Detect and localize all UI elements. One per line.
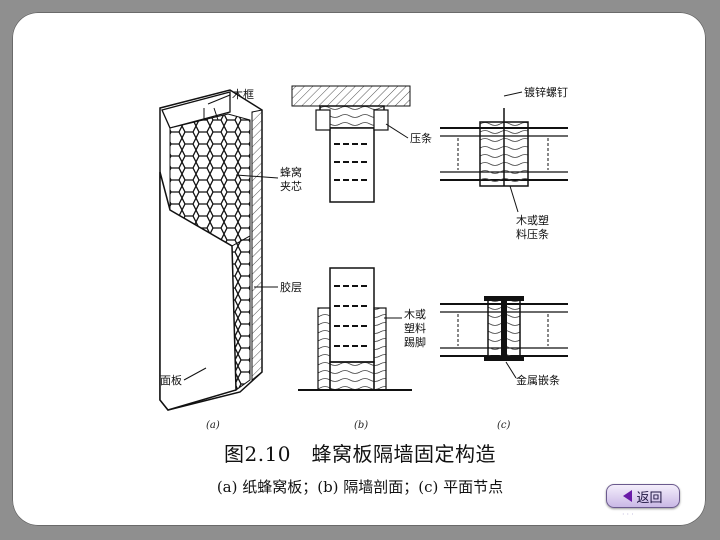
left-arrow-icon bbox=[623, 490, 633, 502]
label-honeycomb-2: 夹芯 bbox=[280, 179, 302, 193]
label-glue-layer: 胶层 bbox=[280, 280, 302, 294]
sublabel-b: (b) bbox=[354, 420, 368, 431]
back-button-label: 返回 bbox=[636, 490, 663, 506]
sublabel-c: (c) bbox=[497, 420, 511, 431]
honeycomb-panel-a bbox=[159, 89, 263, 411]
plan-node-top-c bbox=[440, 91, 568, 213]
label-wood-strip-1: 木或塑 bbox=[516, 213, 549, 227]
label-wood-plastic-2: 塑料 bbox=[404, 321, 426, 335]
plan-node-bottom-c bbox=[440, 296, 568, 379]
decorative-dots: ··· bbox=[622, 510, 636, 519]
wall-section-top-b bbox=[291, 85, 411, 203]
wall-section-bottom-b bbox=[298, 267, 412, 391]
label-metal-strip: 金属嵌条 bbox=[516, 373, 560, 387]
label-galv-screw: 镀锌螺钉 bbox=[524, 85, 568, 99]
sublabel-a: (a) bbox=[206, 420, 220, 431]
label-wood-plastic-1: 木或 bbox=[404, 308, 426, 321]
label-face-panel: 面板 bbox=[160, 373, 182, 387]
figure-title: 图2.10 蜂窝板隔墙固定构造 bbox=[223, 442, 497, 466]
back-button[interactable]: 返回 bbox=[606, 484, 680, 508]
label-wood-plastic-3: 踢脚 bbox=[404, 335, 426, 349]
label-press-strip: 压条 bbox=[410, 131, 432, 145]
label-wood-strip-2: 料压条 bbox=[516, 227, 549, 241]
label-wood-frame: 木框 bbox=[232, 88, 254, 101]
label-honeycomb-1: 蜂窝 bbox=[280, 165, 302, 179]
figure-subtitle: (a) 纸蜂窝板；(b) 隔墙剖面；(c) 平面节点 bbox=[216, 478, 504, 496]
